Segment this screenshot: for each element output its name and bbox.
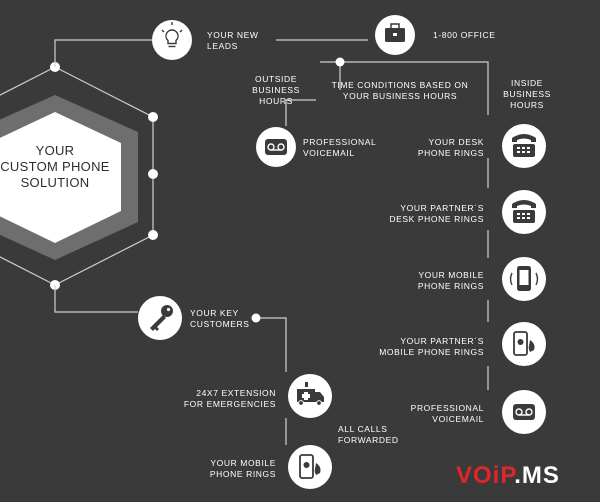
desk-phone-icon <box>512 134 536 157</box>
dot-time-conditions <box>335 57 345 67</box>
label-voicemail-2: PROFESSIONAL VOICEMAIL <box>410 403 484 424</box>
mobile-phone-circle-2 <box>288 445 332 489</box>
hub-dot-upper-right <box>148 112 158 122</box>
ambulance-icon <box>297 382 324 406</box>
label-extension: 24x7 EXTENSION FOR EMERGENCIES <box>183 388 276 409</box>
lightbulb-circle <box>152 20 192 60</box>
voipms-logo: VOiP.MS <box>456 462 560 490</box>
logo-part-1: VOiP <box>456 462 515 489</box>
label-time-conditions: TIME CONDITIONS BASED ON YOUR BUSINESS H… <box>331 80 469 101</box>
label-desk-phone: YOUR DESK PHONE RINGS <box>417 137 484 158</box>
label-outside-hours: OUTSIDE BUSINESS HOURS <box>252 74 300 106</box>
hex-core <box>0 112 121 243</box>
label-partner-mobile: YOUR PARTNER´S MOBILE PHONE RINGS <box>379 336 484 357</box>
label-inside-hours: INSIDE BUSINESS HOURS <box>503 78 551 110</box>
partner-desk-phone-icon <box>512 200 536 223</box>
briefcase-icon <box>385 23 405 42</box>
lightbulb-icon <box>161 22 183 48</box>
logo-part-2: .MS <box>514 462 560 489</box>
mobile-ringing-icon <box>513 331 535 356</box>
dot-key-customers <box>251 313 261 323</box>
connector-lines <box>54 39 489 445</box>
key-icon <box>150 305 173 331</box>
hub-dot-lower-right <box>148 230 158 240</box>
voicemail-icon-2 <box>513 404 535 420</box>
label-mobile-phone-2: YOUR MOBILE PHONE RINGS <box>209 458 276 479</box>
partner-mobile-circle <box>502 322 546 366</box>
label-new-leads: YOUR NEW LEADS <box>207 30 259 51</box>
hub-dot-right <box>148 169 158 179</box>
label-partner-desk: YOUR PARTNER´S DESK PHONE RINGS <box>389 203 484 224</box>
voicemail-icon <box>265 139 287 155</box>
hub-title: YOUR CUSTOM PHONE SOLUTION <box>0 143 110 190</box>
label-all-calls: ALL CALLS FORWARDED <box>338 424 399 445</box>
label-key-customers: YOUR KEY CUSTOMERS <box>190 308 250 329</box>
mobile-ringing-icon-2 <box>299 454 321 479</box>
label-mobile-phone: YOUR MOBILE PHONE RINGS <box>417 270 484 291</box>
mobile-phone-icon <box>509 266 539 291</box>
label-office: 1-800 OFFICE <box>433 30 496 40</box>
label-voicemail-1: PROFESSIONAL VOICEMAIL <box>303 137 377 158</box>
